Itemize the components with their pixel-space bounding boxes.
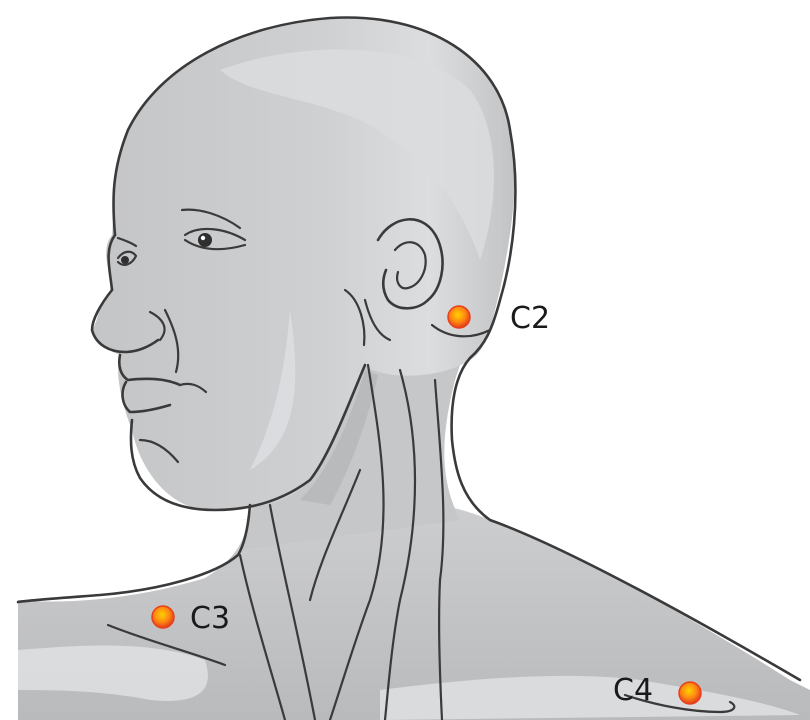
c4-point	[679, 682, 701, 704]
c4-label: C4	[613, 673, 653, 708]
c2-point	[448, 306, 470, 328]
eye-left-iris	[121, 256, 129, 264]
c2-label: C2	[510, 301, 550, 336]
c3-point	[152, 606, 174, 628]
eye-right-glint	[201, 236, 205, 240]
eye-right-iris	[198, 233, 212, 247]
c3-label: C3	[190, 601, 230, 636]
